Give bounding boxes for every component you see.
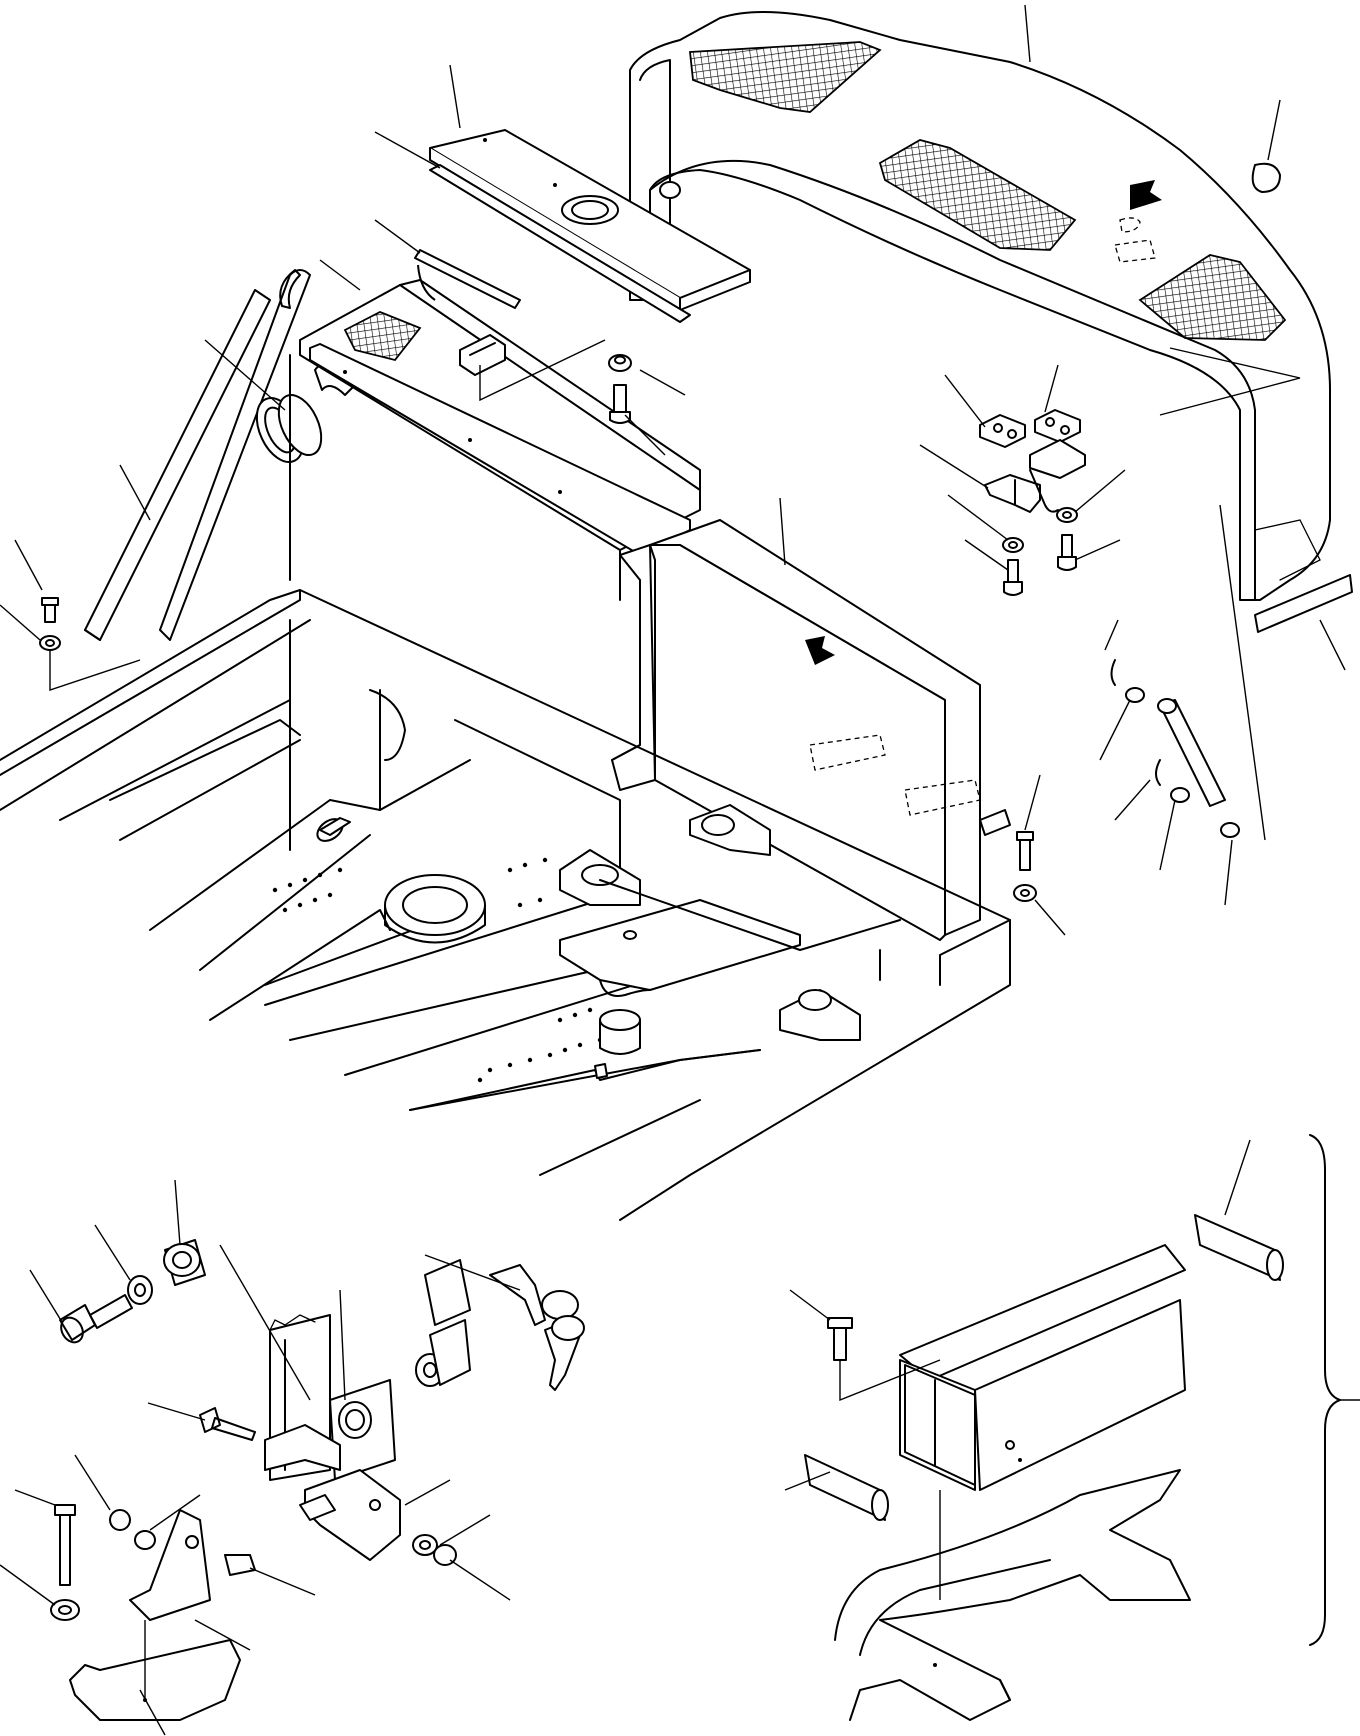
hood-down-arrow [1130, 180, 1162, 210]
bolt-washer-hinge-right [1056, 507, 1078, 571]
seal-strip-upper [414, 249, 521, 309]
hood-seal-strip [1254, 574, 1353, 633]
rear-hood-cover [629, 10, 1353, 633]
lock-assembly [50, 1239, 585, 1721]
frame-rivets [272, 857, 603, 1083]
gas-spring [1110, 659, 1240, 838]
frame-chassis [0, 589, 1011, 1221]
lock-bracket-top [459, 334, 506, 376]
grommet-rings [255, 394, 323, 463]
hinge-assembly [979, 409, 1086, 513]
battery-cover-down-arrow [805, 636, 835, 665]
bolt-washer-center [608, 354, 632, 424]
hood-grille-right [1138, 254, 1287, 341]
cross-plate [559, 899, 801, 991]
leader-lines [0, 4, 1346, 1736]
tool-box [804, 1214, 1284, 1721]
bolt-washer-right-frame [1013, 831, 1037, 902]
seal-strip-bent [279, 269, 301, 309]
long-seal-strip [84, 289, 271, 641]
seal-strip-l [417, 264, 436, 301]
swing-circle-flange [384, 874, 486, 944]
bolt-washer-left-frame [39, 597, 61, 651]
bolt-washer-hinge-left [1002, 537, 1024, 596]
tool-box-seal-upper [1194, 1214, 1281, 1281]
hood-grille-center [878, 139, 1077, 251]
battery-box-cover [611, 519, 1011, 941]
left-cover-box [289, 279, 701, 601]
hood-knob-right [1251, 162, 1281, 193]
key-1 [489, 1264, 546, 1326]
group-brace [1309, 1134, 1341, 1646]
left-cover-grille [343, 311, 422, 362]
hood-grille-left [689, 41, 882, 113]
tool-box-seal-lower [804, 1454, 886, 1521]
